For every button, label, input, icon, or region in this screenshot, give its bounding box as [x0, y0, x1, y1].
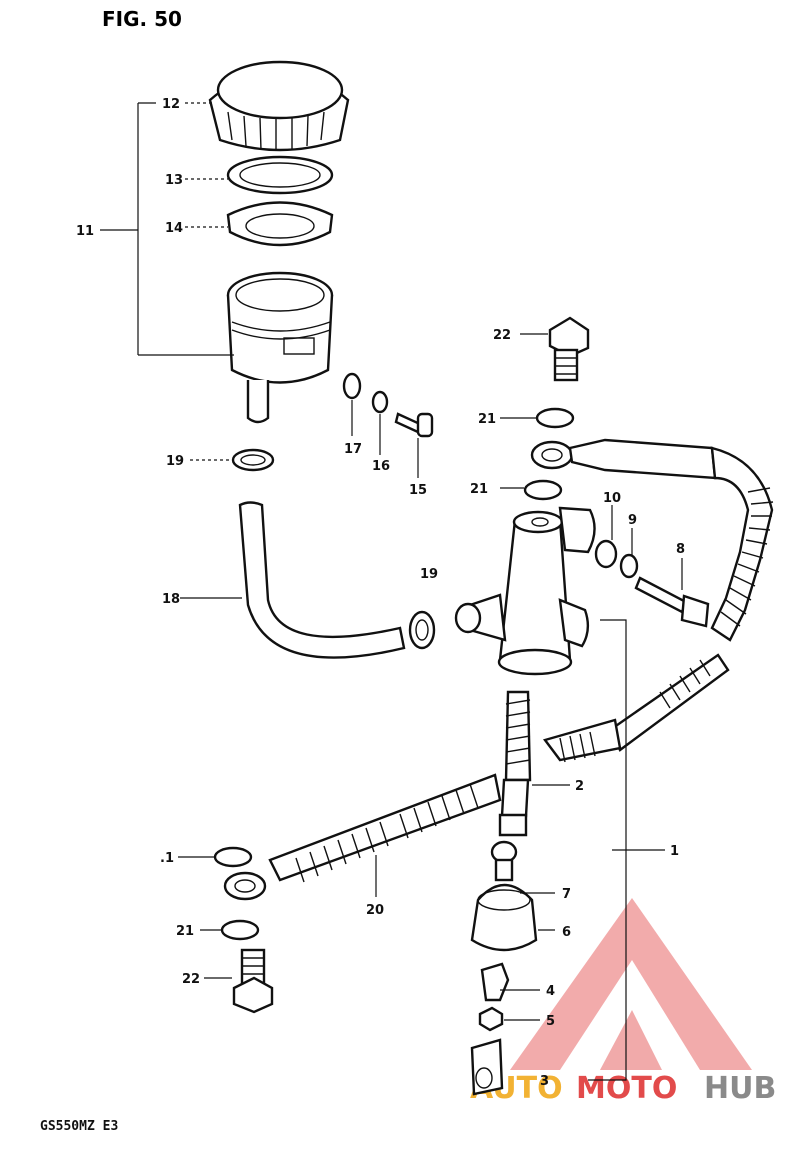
- washer-21-c: [213, 846, 253, 868]
- callout-4: 4: [546, 984, 555, 999]
- callout-22-lower: 22: [182, 972, 200, 987]
- union-bolt-22-lower: [232, 948, 274, 1014]
- brake-hose-lower-20: [223, 653, 730, 901]
- watermark-logo: [510, 898, 752, 1070]
- watermark-text: AUTO MOTO HUB: [470, 1071, 776, 1106]
- reservoir-tank: [226, 271, 334, 424]
- callout-19-lower: 19: [420, 567, 438, 582]
- diaphragm: [226, 201, 334, 247]
- callout-18: 18: [162, 592, 180, 607]
- bolt-8: [634, 576, 710, 628]
- rod-end-4: [480, 962, 510, 1002]
- washer-16: [371, 390, 389, 414]
- cap-plate: [226, 155, 334, 195]
- model-code: GS550MZ E3: [40, 1119, 118, 1134]
- callout-7: 7: [562, 887, 571, 902]
- callout-labels: 12 13 14 11 17 16 15 19 18 19 22 21 21 1…: [76, 97, 685, 1089]
- watermark-moto: MOTO: [576, 1071, 677, 1106]
- washer-21-a: [535, 407, 575, 429]
- clevis-3: [470, 1038, 504, 1096]
- callout-14: 14: [165, 221, 183, 236]
- washer-21-d: [220, 919, 260, 941]
- callout-21-a: 21: [478, 412, 496, 427]
- callout-5: 5: [546, 1014, 555, 1029]
- callout-13: 13: [165, 173, 183, 188]
- washer-10: [594, 539, 618, 569]
- callout-6: 6: [562, 925, 571, 940]
- figure-title: FIG. 50: [102, 7, 182, 31]
- leader-lines: [100, 102, 683, 1081]
- callout-16: 16: [372, 459, 390, 474]
- callout-11: 11: [76, 224, 94, 239]
- washer-9: [619, 553, 639, 579]
- callout-22-upper: 22: [493, 328, 511, 343]
- union-bolt-22-upper: [548, 316, 590, 382]
- clamp-19-lower: [408, 610, 436, 650]
- callout-19-upper: 19: [166, 454, 184, 469]
- callout-21-d: 21: [176, 924, 194, 939]
- piston-assembly-2: [498, 690, 532, 837]
- callout-9: 9: [628, 513, 637, 528]
- callout-21-c: .1: [160, 851, 174, 866]
- push-rod-boot: [470, 840, 538, 952]
- reservoir-cap: [208, 60, 350, 152]
- callout-20: 20: [366, 903, 384, 918]
- callout-3: 3: [540, 1074, 549, 1089]
- callout-12: 12: [162, 97, 180, 112]
- clamp-19-upper: [231, 448, 275, 472]
- callout-15: 15: [409, 483, 427, 498]
- brake-hose-upper: [530, 438, 774, 642]
- washer-17: [342, 372, 362, 400]
- callout-1: 1: [670, 844, 679, 859]
- callout-17: 17: [344, 442, 362, 457]
- nut-5: [478, 1006, 504, 1032]
- watermark-hub: HUB: [704, 1071, 776, 1106]
- callout-2: 2: [575, 779, 584, 794]
- master-cylinder-body: [454, 506, 596, 676]
- reservoir-hose-18: [238, 501, 406, 659]
- callout-8: 8: [676, 542, 685, 557]
- bolt-15: [394, 412, 434, 438]
- callout-10: 10: [603, 491, 621, 506]
- washer-21-b: [523, 479, 563, 501]
- callout-21-b: 21: [470, 482, 488, 497]
